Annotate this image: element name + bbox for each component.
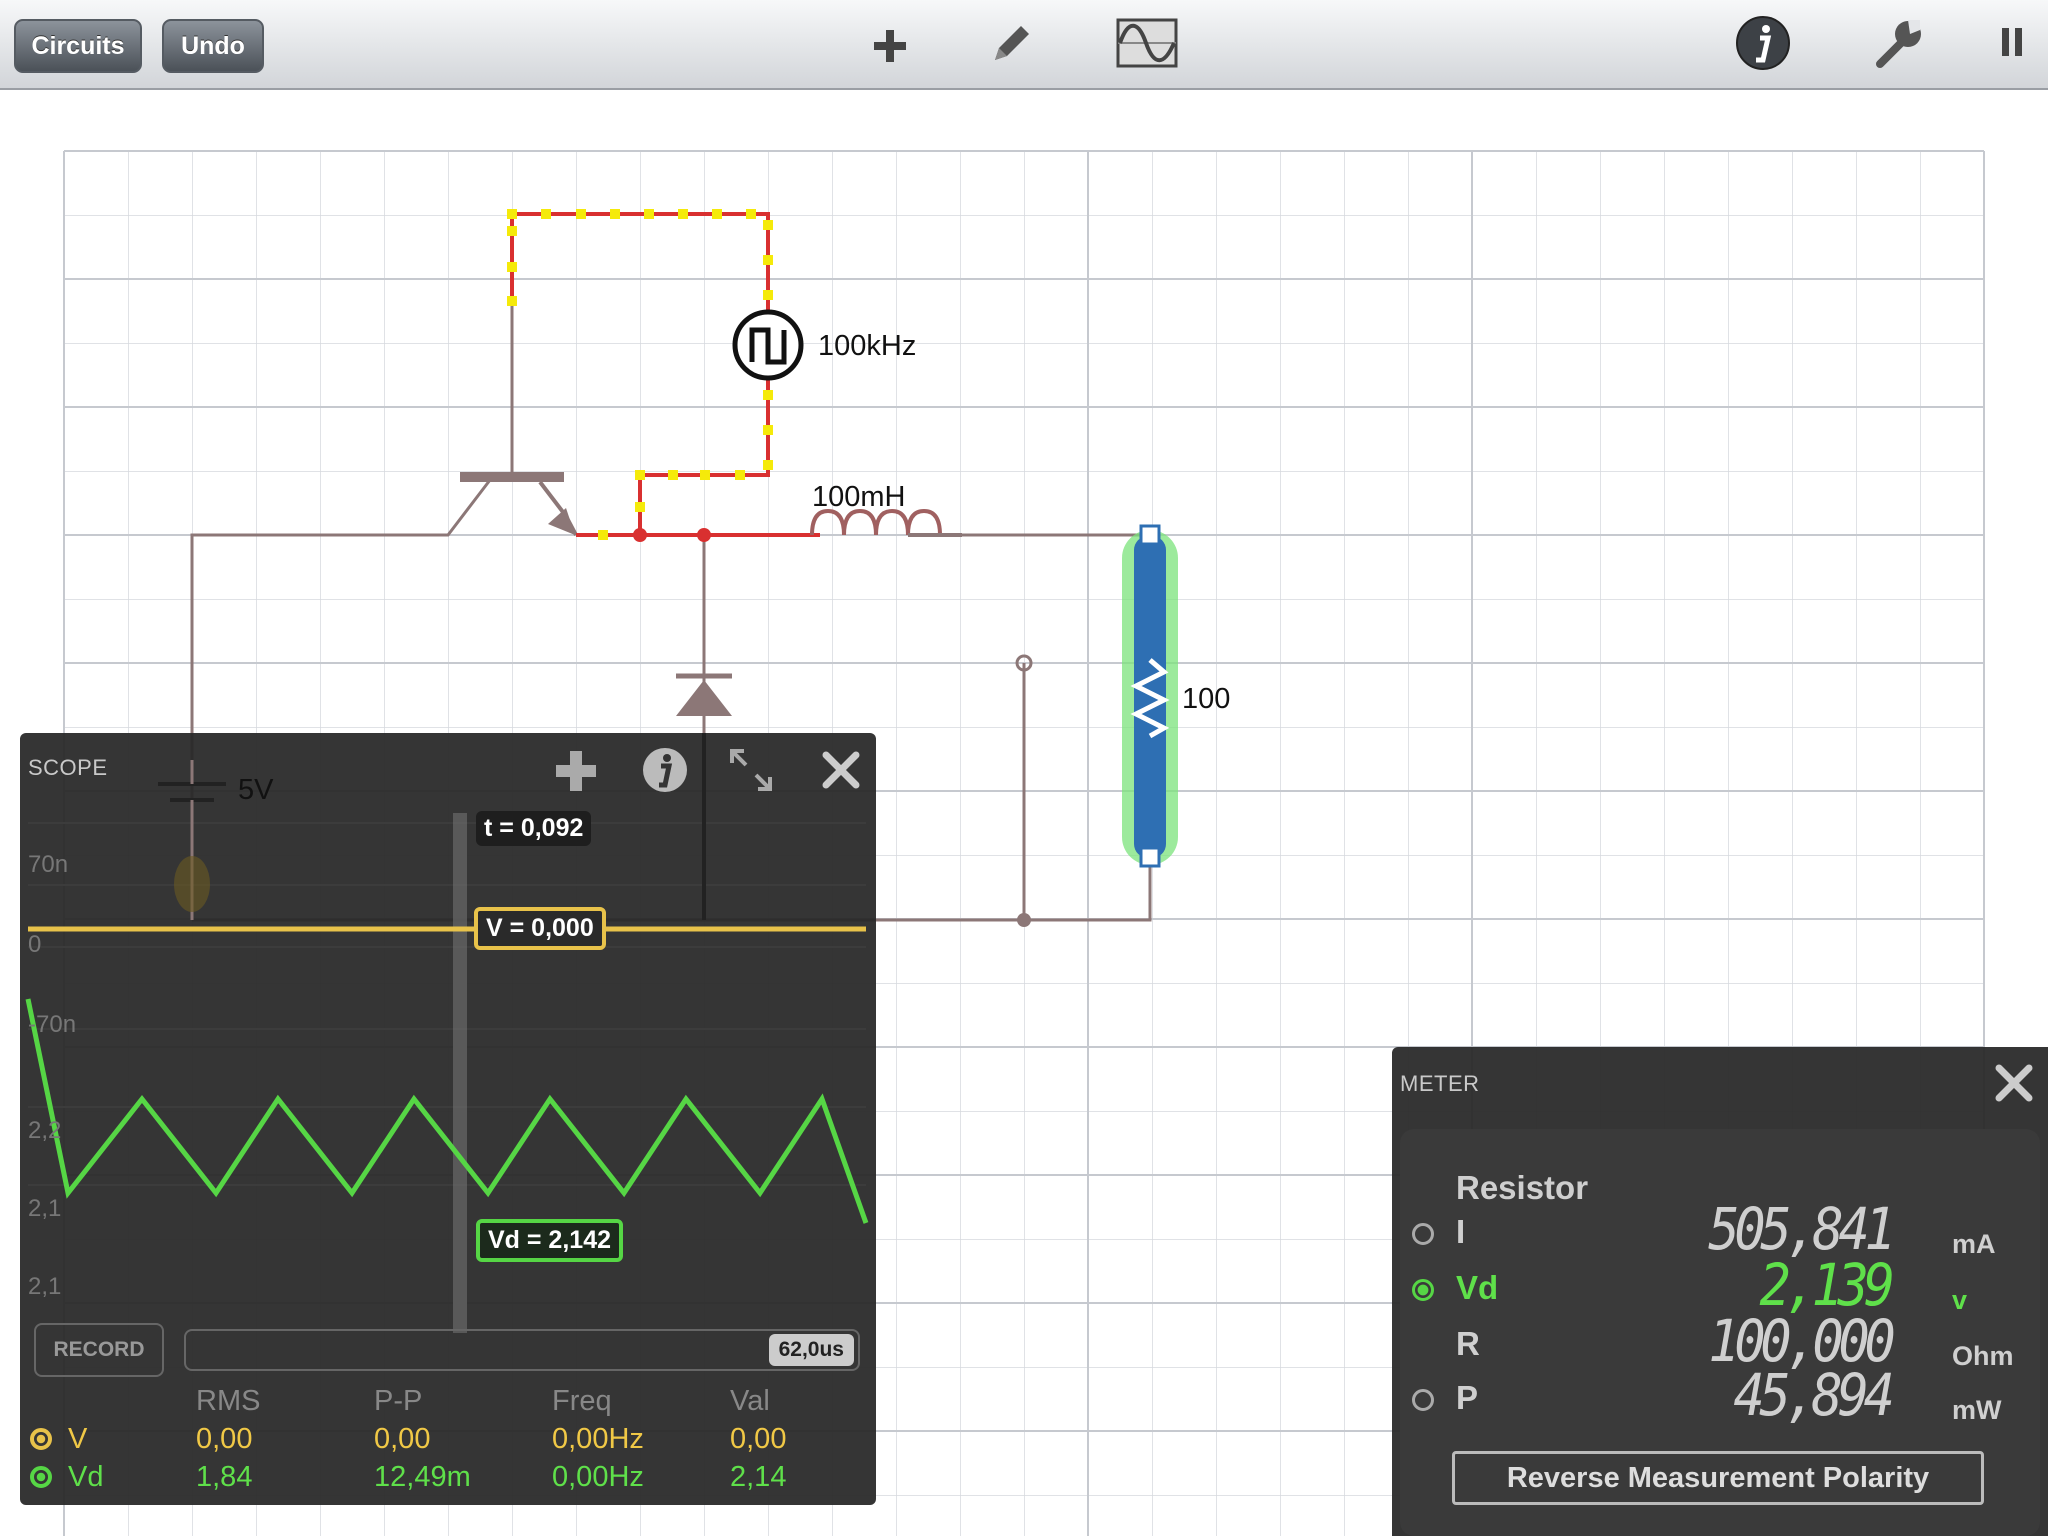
meter-unit: mW	[1952, 1395, 2002, 1425]
meter-label: Vd	[1456, 1269, 1499, 1306]
stat-pp: 0,00	[374, 1423, 431, 1455]
diode-wire	[702, 733, 706, 920]
undo-button[interactable]: Undo	[162, 19, 264, 73]
transistor[interactable]	[460, 472, 578, 536]
info-icon[interactable]	[1734, 14, 1792, 72]
stat-header: RMS	[196, 1385, 261, 1417]
meter-radio-p[interactable]	[1412, 1389, 1434, 1411]
vd-value-tag: Vd = 2,142	[476, 1219, 623, 1262]
timescale-slider[interactable]: 62,0us	[184, 1329, 860, 1371]
wrench-icon[interactable]	[1872, 16, 1924, 70]
meter-value: 2,139	[1759, 1251, 1896, 1319]
frequency-label: 100kHz	[818, 330, 916, 362]
record-button[interactable]: RECORD	[34, 1323, 164, 1377]
scope-y-label: 0	[28, 931, 42, 958]
scope-y-label: 2,1	[28, 1273, 62, 1300]
v-channel-radio[interactable]	[30, 1428, 52, 1450]
meter-component-name: Resistor	[1456, 1169, 1589, 1206]
scope-panel[interactable]: SCOPE 70n 0 -70n 2,2 2,1 2,1 t = 0,092 V…	[20, 733, 876, 1505]
scope-trace-area[interactable]	[20, 793, 876, 1353]
node-dot	[697, 528, 711, 542]
meter-close-icon[interactable]	[1992, 1061, 2036, 1105]
meter-label: P	[1456, 1379, 1479, 1416]
inductor[interactable]	[766, 508, 962, 537]
circuits-button[interactable]: Circuits	[14, 19, 142, 73]
meter-display	[1400, 1129, 2040, 1536]
current-dots	[507, 209, 773, 540]
scope-y-label: 70n	[28, 851, 69, 878]
scope-close-icon[interactable]	[818, 747, 864, 793]
stat-freq: 0,00Hz	[552, 1461, 644, 1493]
square-wave-source[interactable]	[732, 309, 804, 381]
meter-value: 505,841	[1707, 1195, 1896, 1263]
meter-radio-i[interactable]	[1412, 1223, 1434, 1245]
scope-y-label: 2,1	[28, 1195, 62, 1222]
meter-radio-vd[interactable]	[1412, 1279, 1434, 1301]
meter-unit: Ohm	[1952, 1341, 2014, 1371]
time-cursor[interactable]	[453, 813, 467, 1333]
plus-icon[interactable]	[868, 24, 912, 68]
stat-header: Val	[730, 1385, 770, 1417]
meter-title: METER	[1400, 1071, 1480, 1096]
stat-rms: 0,00	[196, 1423, 253, 1455]
stat-name: Vd	[68, 1461, 104, 1493]
battery-label: 5V	[238, 774, 274, 806]
scope-add-icon[interactable]	[550, 745, 602, 797]
scope-title: SCOPE	[28, 755, 108, 780]
meter-value: 45,894	[1733, 1361, 1896, 1429]
vd-channel-radio[interactable]	[30, 1466, 52, 1488]
toolbar: Circuits Undo	[0, 0, 2048, 90]
vd-trace	[25, 998, 869, 1224]
meter-unit: v	[1952, 1285, 1968, 1315]
pencil-icon[interactable]	[985, 18, 1035, 68]
stat-pp: 12,49m	[374, 1461, 471, 1493]
scope-y-label: 2,2	[28, 1117, 62, 1144]
expand-icon[interactable]	[726, 745, 776, 795]
meter-panel[interactable]: METER Resistor I 505,841 mA Vd 2,139 v R…	[1392, 1047, 2048, 1536]
wire-node	[1017, 913, 1031, 927]
meter-label: R	[1456, 1325, 1480, 1362]
probe-terminal[interactable]	[1015, 654, 1033, 672]
stat-freq: 0,00Hz	[552, 1423, 644, 1455]
reverse-polarity-button[interactable]: Reverse Measurement Polarity	[1452, 1451, 1984, 1505]
meter-unit: mA	[1952, 1229, 1996, 1259]
pause-icon[interactable]	[2000, 26, 2026, 60]
meter-value: 100,000	[1707, 1307, 1896, 1375]
stat-header: P-P	[374, 1385, 423, 1417]
v-value-tag: V = 0,000	[474, 907, 606, 950]
stat-name: V	[68, 1423, 88, 1455]
meter-label: I	[1456, 1213, 1466, 1250]
inductor-label: 100mH	[812, 481, 906, 513]
stat-rms: 1,84	[196, 1461, 253, 1493]
timescale-value: 62,0us	[768, 1334, 854, 1366]
node-dot	[633, 528, 647, 542]
resistor-label: 100	[1182, 683, 1230, 715]
stat-val: 0,00	[730, 1423, 787, 1455]
stat-header: Freq	[552, 1385, 612, 1417]
time-tag: t = 0,092	[476, 811, 592, 846]
scope-wave-icon[interactable]	[1116, 18, 1178, 68]
scope-info-icon[interactable]	[640, 745, 690, 795]
stat-val: 2,14	[730, 1461, 787, 1493]
scope-y-label: -70n	[28, 1011, 77, 1038]
resistor[interactable]	[1122, 524, 1178, 868]
diode[interactable]	[676, 673, 732, 716]
battery[interactable]	[140, 760, 300, 920]
